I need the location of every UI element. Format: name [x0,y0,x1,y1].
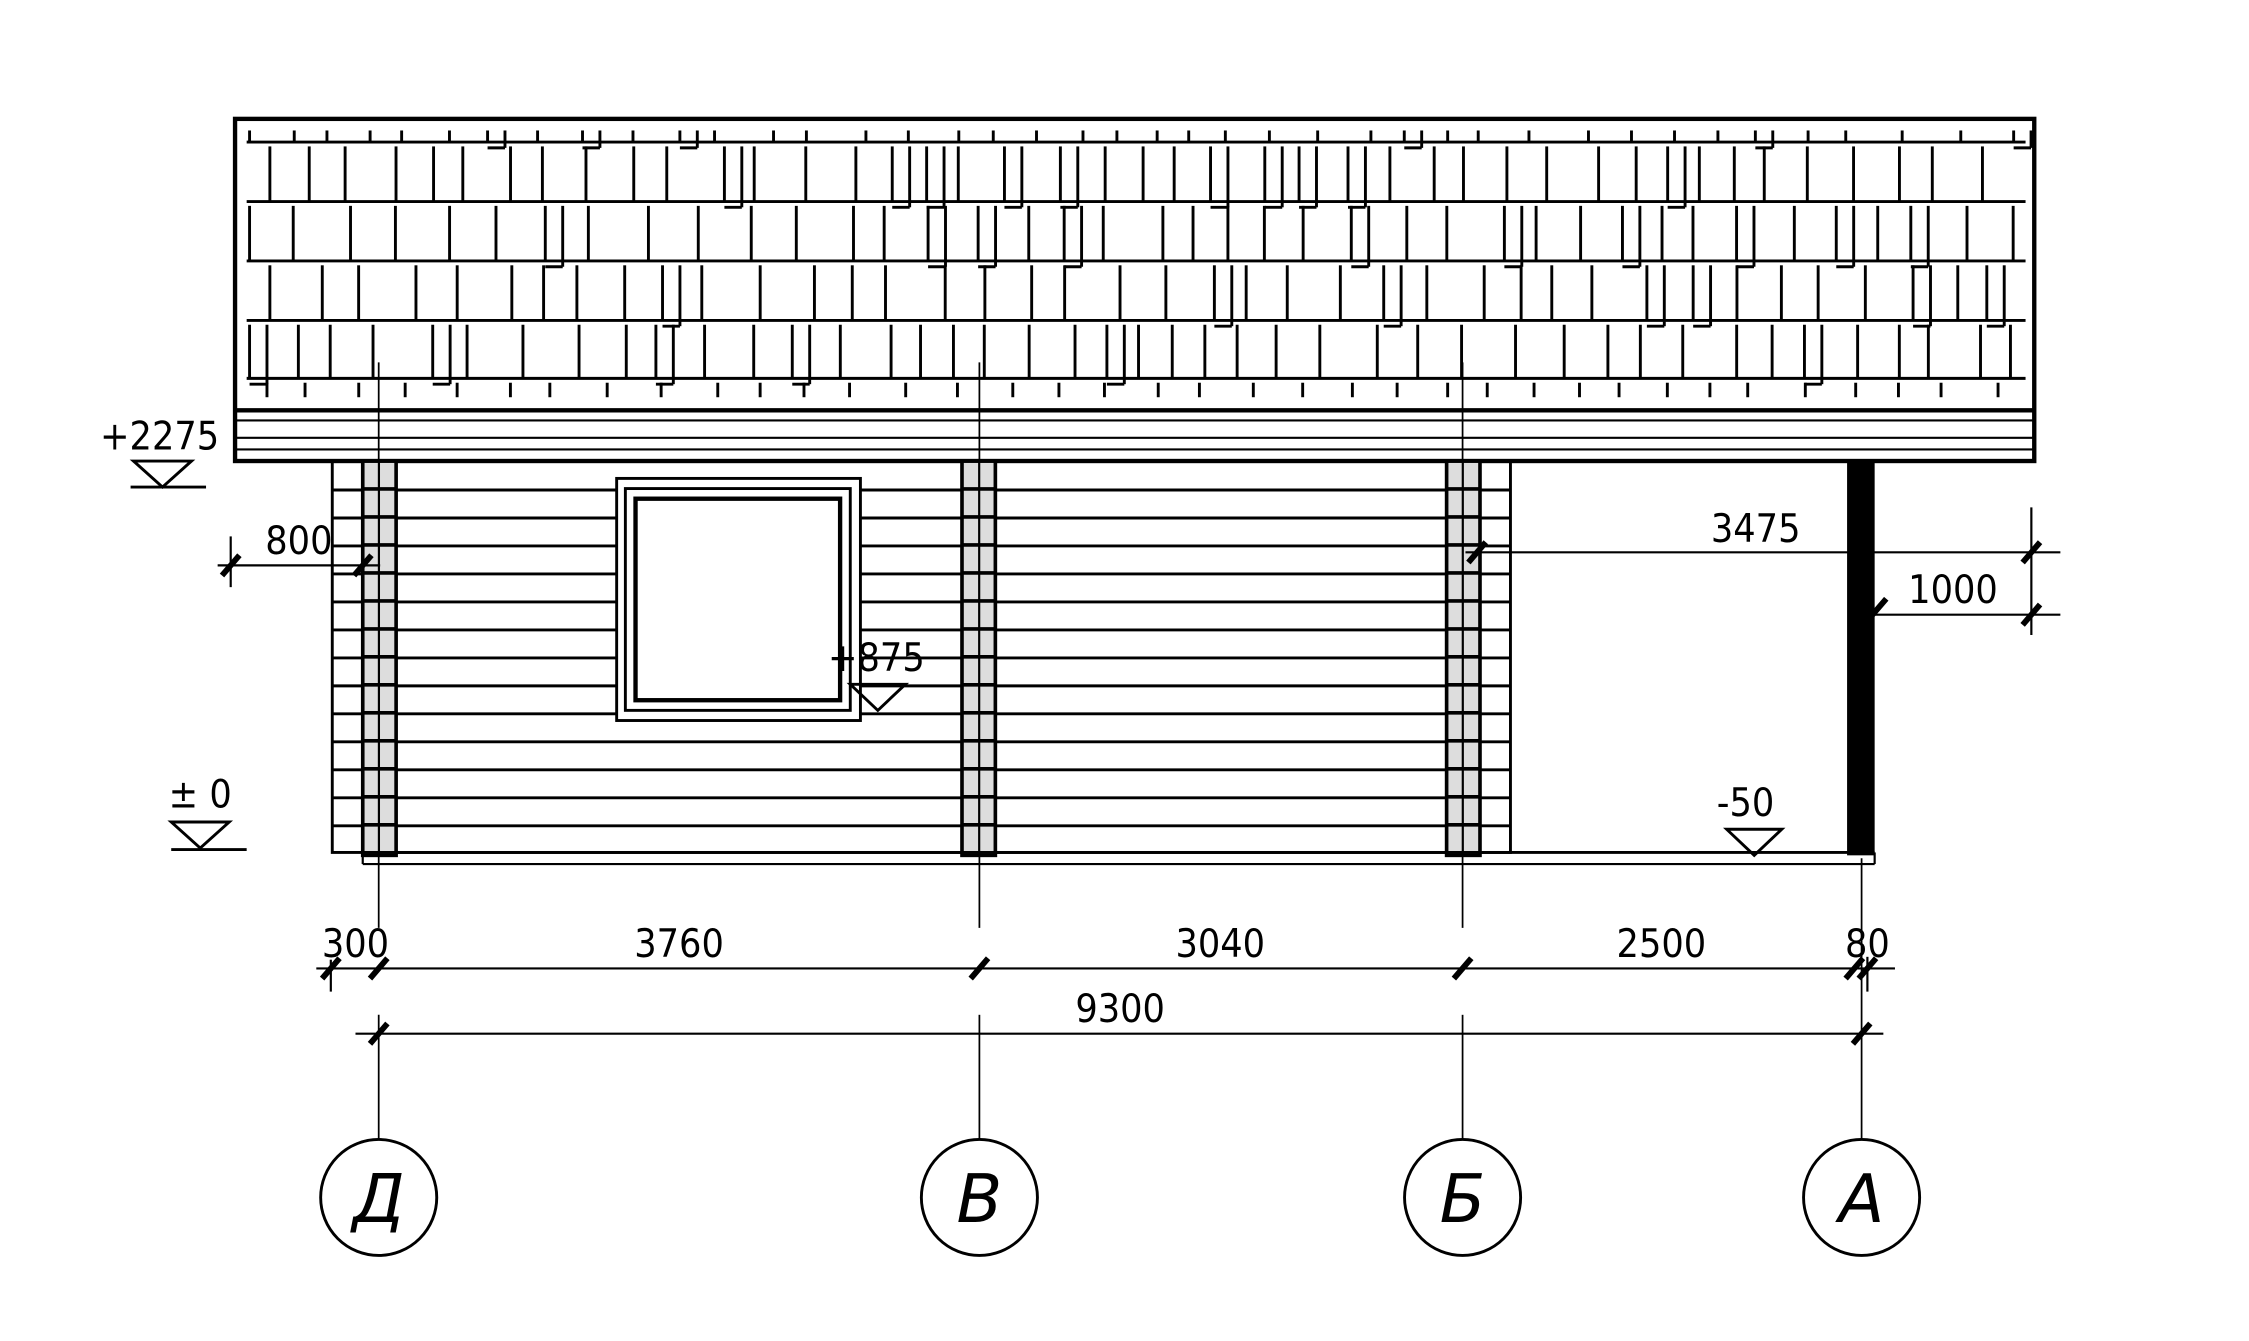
level-roof-label: +2275 [100,414,219,459]
svg-text:Б: Б [1440,1160,1486,1238]
dimension-ticks [219,540,2043,1046]
dim-segment-label: 80 [1845,922,1890,967]
dim-segment-label: 300 [322,922,389,967]
dim-segment-label: 3040 [1175,922,1265,967]
corner-post [1847,461,1875,856]
axis-bubble-v: В [919,1138,1039,1257]
window [615,476,862,722]
axis-bubble-d: Д [319,1138,439,1257]
svg-text:В: В [957,1160,1003,1238]
grid-axes [377,362,1863,1140]
dim-total-label: 9300 [1075,987,1165,1032]
level-markers [129,459,1786,858]
svg-text:Д: Д [350,1160,405,1238]
foundation [361,850,1876,866]
dim-segment-label: 3760 [634,922,724,967]
level-ground-label: -50 [1717,781,1775,826]
level-zero-label: ± 0 [169,773,232,818]
level-window-label: +875 [828,636,925,681]
dim-segment-label: 2500 [1617,922,1707,967]
dim-3475-label: 3475 [1711,507,1801,552]
svg-text:А: А [1835,1160,1885,1238]
log-wall [330,459,1512,854]
dim-1000-label: 1000 [1908,568,1998,613]
roof-shingles [232,116,2037,464]
axis-bubble-b: Б [1403,1138,1523,1257]
axis-bubble-a: А [1802,1138,1922,1257]
dim-800-label: 800 [265,519,332,564]
